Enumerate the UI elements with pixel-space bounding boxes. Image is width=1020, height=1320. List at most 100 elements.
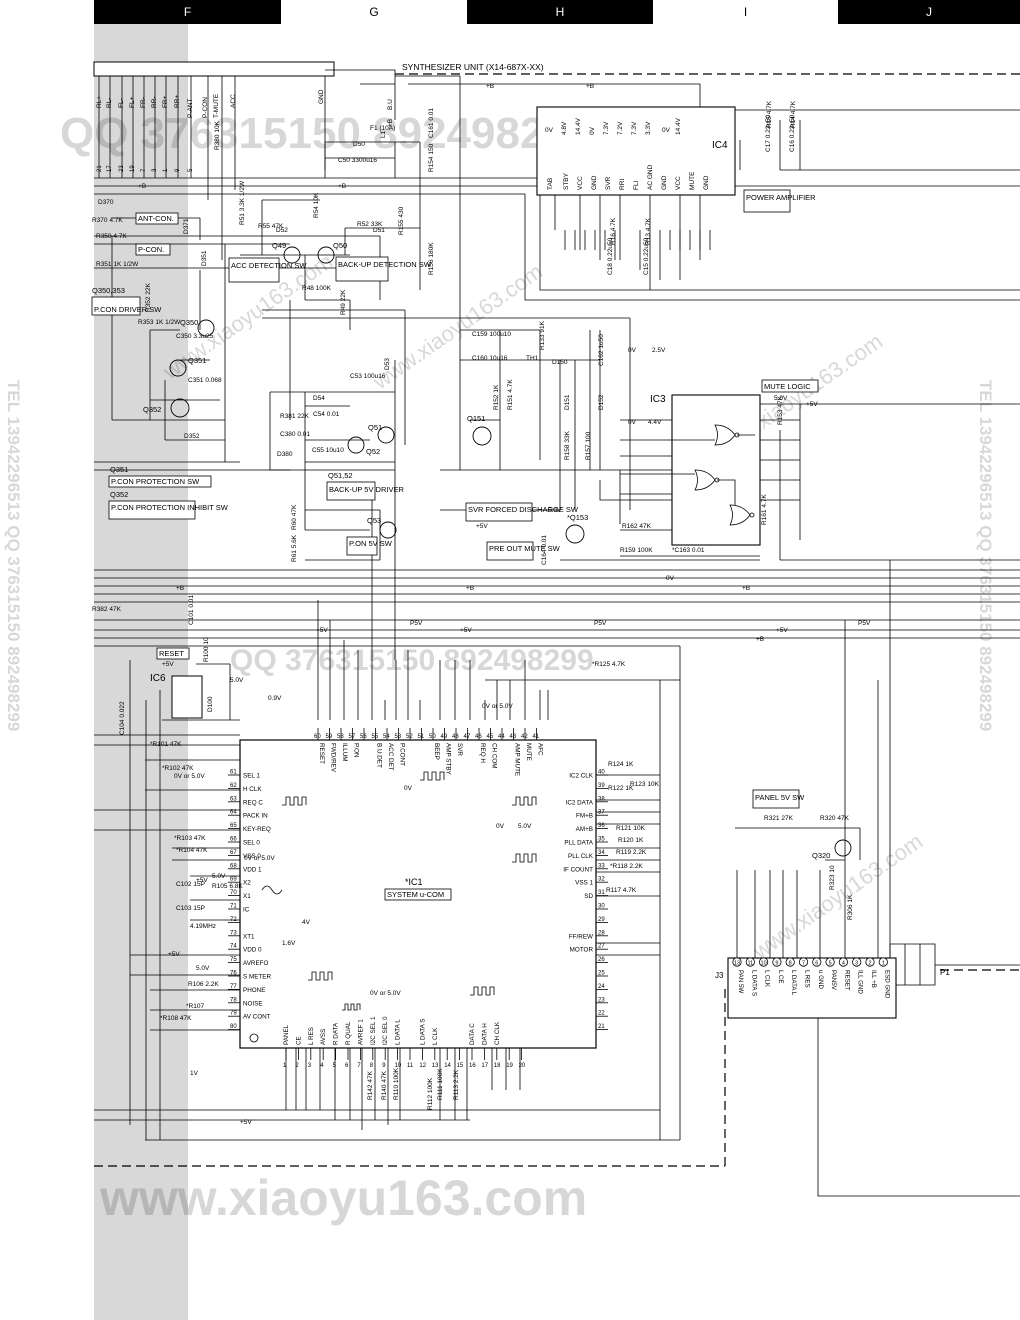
rail-p5v: P5V xyxy=(858,620,871,627)
label-r323: R323 10 xyxy=(829,865,836,890)
ic3-box xyxy=(671,394,761,546)
grid-label-i: I xyxy=(653,0,838,24)
rail-1v: 1V xyxy=(190,1070,199,1077)
ic1-pin-number: 48 xyxy=(452,734,459,740)
label-d50: D50 xyxy=(353,141,365,148)
ic1-pin-name: VDD 1 xyxy=(243,866,262,873)
rail-plus-5v: +5V xyxy=(240,1119,252,1126)
p1-ref: P1 xyxy=(940,968,950,977)
ic1-pin-number: 63 xyxy=(230,796,237,802)
ic1-pin-name: PANEL xyxy=(283,1024,290,1045)
label-r123: R123 10K xyxy=(630,781,660,788)
ic4-pin-name: RRI xyxy=(619,179,626,190)
j3-pin-name: ESD GND xyxy=(883,970,890,999)
label-r110: R110 100K xyxy=(393,1067,400,1100)
ic1-pin-number: 3 xyxy=(308,1063,312,1069)
label-r60: R60 47K xyxy=(291,504,298,530)
j3-pin-circle xyxy=(825,957,835,967)
top-connector-bar xyxy=(93,61,335,77)
label-c53: C53 100u16 xyxy=(350,373,386,380)
ic4-voltage: 0V xyxy=(589,126,596,135)
ic1-pin-name: SEL 1 xyxy=(243,773,260,780)
ic1-pin-name: SD xyxy=(584,893,593,900)
rail-2-5v: 2.5V xyxy=(652,347,666,354)
j3-pin-name: L DATA L xyxy=(790,970,797,996)
ic1-pin-number: 51 xyxy=(418,734,425,740)
ic1-pin-name: FF/REW xyxy=(569,933,593,940)
ic1-pin-name: AMP MUTE xyxy=(514,743,521,776)
q351-caption: Q351 xyxy=(110,465,128,474)
ic1-pin-number: 30 xyxy=(598,904,605,910)
ic1-pin-number: 54 xyxy=(383,734,390,740)
label-d370: D370 xyxy=(98,199,114,206)
label-r158: R158 33K xyxy=(564,430,571,460)
rail-plus-5v: +5V xyxy=(776,627,788,634)
label-r61: R61 5.6K xyxy=(291,534,298,562)
ic1-pin-number: 69 xyxy=(230,877,237,883)
ic1-pin-number: 67 xyxy=(230,850,237,856)
ic1-pin-number: 9 xyxy=(382,1063,386,1069)
ic4-pin-name: SVR xyxy=(605,176,612,190)
label-r122: R122 1K xyxy=(608,785,634,792)
label-th1: TH1 xyxy=(526,355,539,362)
ic1-pin-name: REQ H xyxy=(479,743,486,763)
ic1-pin-number: 17 xyxy=(481,1063,488,1069)
rail-0v-or-5v: 0V or 5.0V xyxy=(370,990,401,997)
pin-fr-plus: FR+ xyxy=(162,95,169,108)
label-d352: D352 xyxy=(184,433,200,440)
q153-label: *Q153 xyxy=(567,513,588,522)
label-r159: R159 100K xyxy=(620,547,653,554)
ic1-pin-number: 41 xyxy=(533,734,540,740)
ic1-pin-number: 20 xyxy=(519,1063,526,1069)
pre-out-mute-block: PRE OUT MUTE SW xyxy=(486,541,561,561)
ic1-pin-number: 14 xyxy=(444,1063,451,1069)
label-r105: R105 6.8K xyxy=(212,883,243,890)
waveform-marks xyxy=(261,771,537,1011)
ic1-pin-name: PLL DATA xyxy=(564,840,593,847)
label-r152: R152 1K xyxy=(493,384,500,410)
label-r320: R320 47K xyxy=(820,815,850,822)
label-d150: D150 xyxy=(552,359,568,366)
j3-pin-circle xyxy=(785,957,795,967)
q53-label: Q53 xyxy=(367,516,381,525)
ic1-pin-number: 44 xyxy=(498,734,505,740)
ic1-pin-name: H CLK xyxy=(243,786,262,793)
ic1-pin-name: IC2 CLK xyxy=(569,773,594,780)
watermark-bottom: www.xiaoyu163.com xyxy=(99,1170,587,1226)
q50-label: Q50 xyxy=(333,241,347,250)
label-c15: C15 0.22u50 xyxy=(643,237,650,275)
ic1-pin-number: 74 xyxy=(230,944,237,950)
label-r108: *R108 47K xyxy=(160,1015,192,1022)
label-r102: *R102 47K xyxy=(162,765,194,772)
j3-pin-number: 10 xyxy=(761,961,767,967)
rail-0v: 0V xyxy=(628,419,637,426)
ant-con-block: ANT-CON. xyxy=(135,212,179,225)
rail-4-4v: 4.4V xyxy=(648,419,662,426)
ic1-pin-name: SVR xyxy=(456,743,463,756)
j3-pin-circle xyxy=(772,957,782,967)
grid-label-f: F xyxy=(94,0,281,24)
grid-label-h: H xyxy=(467,0,653,24)
ic3-ref: IC3 xyxy=(650,394,666,405)
label-r382: R382 47K xyxy=(92,606,122,613)
ic1-pin-number: 66 xyxy=(230,837,237,843)
acc-detection-block: ACC DETECTION SW xyxy=(228,257,307,283)
label-r306: R306 1K xyxy=(847,894,854,920)
label-r103: *R103 47K xyxy=(174,835,206,842)
ic1-pin-number: 15 xyxy=(457,1063,464,1069)
rail-plus-b: +B xyxy=(756,636,764,643)
label-d100: D100 xyxy=(207,696,214,712)
label-r16: R16 4.7K xyxy=(610,217,617,245)
label-r352: R352 22K xyxy=(145,282,152,312)
ic1-pin-name: AVREFO xyxy=(243,960,269,967)
pon-5v-block: P.ON 5V SW xyxy=(346,536,393,556)
ic1-pin-name: ACC DET xyxy=(387,743,394,771)
ic1-pin-name: FM+B xyxy=(576,813,593,820)
ic1-pin-number: 73 xyxy=(230,930,237,936)
rail-plus-5v: +5V xyxy=(316,627,328,634)
ic1-pin-name: MUTE xyxy=(525,743,532,761)
ic1-pin-name: IC xyxy=(243,907,250,914)
